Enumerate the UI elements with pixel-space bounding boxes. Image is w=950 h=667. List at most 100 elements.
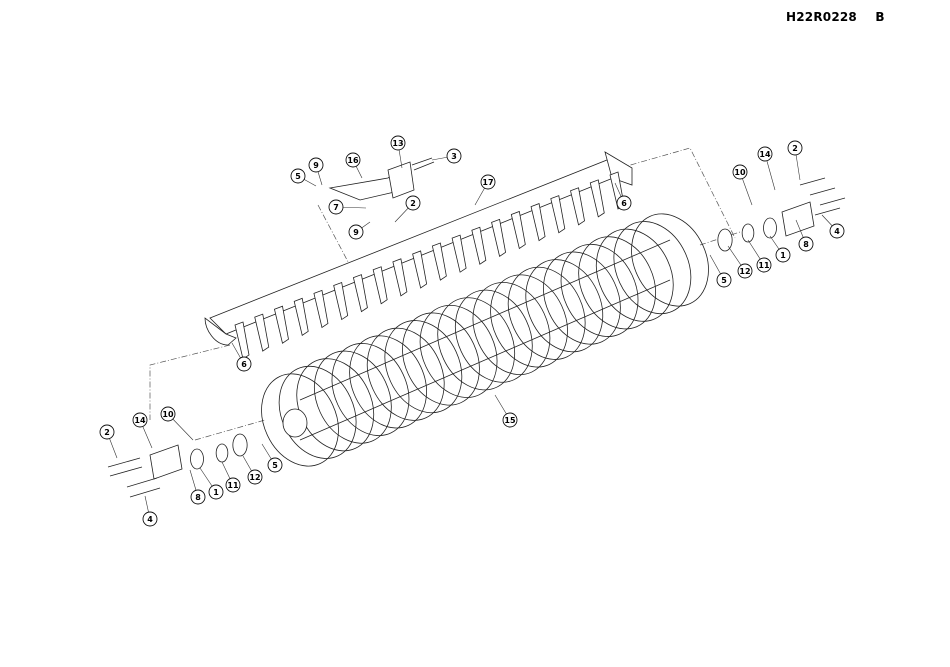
callout-2a: 2	[100, 425, 114, 439]
bolt	[110, 467, 142, 476]
callout-1a: 1	[209, 485, 223, 499]
guide-line	[620, 148, 735, 238]
callout-number: 6	[621, 199, 627, 208]
callout-11b: 11	[757, 258, 771, 272]
bolt	[108, 458, 140, 467]
callout-17: 17	[481, 175, 495, 189]
bearing-left	[191, 449, 204, 469]
callout-10a: 10	[161, 407, 175, 421]
bolt	[800, 178, 825, 185]
callout-number: 15	[504, 416, 516, 425]
callout-6b: 6	[617, 196, 631, 210]
rake-tine	[492, 219, 506, 256]
callout-number: 2	[410, 199, 416, 208]
callout-number: 2	[792, 144, 798, 153]
callout-number: 14	[134, 416, 146, 425]
callout-16: 16	[346, 153, 360, 167]
rake-tine	[255, 314, 269, 351]
callout-number: 10	[734, 168, 746, 177]
callout-5c: 5	[717, 273, 731, 287]
callout-4b: 4	[830, 224, 844, 238]
rake-tine	[413, 251, 427, 288]
callout-number: 16	[347, 156, 359, 165]
rake-tine	[393, 259, 407, 296]
callout-10b: 10	[733, 165, 747, 179]
callout-14b: 14	[758, 147, 772, 161]
rake-tine	[334, 283, 348, 320]
bolt	[127, 478, 157, 487]
rake-tine	[373, 267, 387, 304]
spiral-roller	[247, 201, 723, 478]
rake-tine	[472, 227, 486, 264]
roller-hub	[283, 409, 307, 437]
callout-number: 5	[272, 461, 278, 470]
rake-tine	[452, 235, 466, 272]
bolt	[815, 208, 840, 215]
callout-9b: 9	[349, 225, 363, 239]
callout-5b: 5	[291, 169, 305, 183]
callout-number: 11	[758, 261, 770, 270]
rake-tine	[353, 275, 367, 312]
rake-tine	[314, 290, 328, 327]
callout-15: 15	[503, 413, 517, 427]
collar-left	[233, 434, 247, 456]
callout-number: 3	[451, 152, 457, 161]
rake-tine	[432, 243, 446, 280]
callout-number: 10	[162, 410, 174, 419]
callout-number: 7	[333, 203, 339, 212]
callout-13: 13	[391, 136, 405, 150]
callout-number: 1	[213, 488, 219, 497]
bolt	[820, 198, 845, 205]
callout-5a: 5	[268, 458, 282, 472]
seal-ring-right	[742, 224, 754, 242]
collar-right	[718, 229, 732, 251]
callout-2c: 2	[788, 141, 802, 155]
callout-number: 6	[241, 360, 247, 369]
callout-number: 5	[295, 172, 301, 181]
callout-number: 14	[759, 150, 771, 159]
rake-tine	[571, 188, 585, 225]
callout-number: 2	[104, 428, 110, 437]
callout-3: 3	[447, 149, 461, 163]
callout-12b: 12	[738, 264, 752, 278]
rake-tine	[511, 211, 525, 248]
callout-number: 1	[780, 251, 786, 260]
callout-number: 4	[834, 227, 840, 236]
callout-9a: 9	[309, 158, 323, 172]
rake-tine	[235, 322, 249, 359]
bolt	[130, 488, 160, 497]
bolt	[810, 188, 835, 195]
callout-2b: 2	[406, 196, 420, 210]
rake-tine	[590, 180, 604, 217]
callout-7: 7	[329, 200, 343, 214]
callout-11a: 11	[226, 478, 240, 492]
callout-number: 13	[392, 139, 403, 148]
callout-4a: 4	[143, 512, 157, 526]
roller-axis-lower	[300, 280, 670, 440]
bearing-plate-left	[150, 445, 182, 479]
callout-12a: 12	[248, 470, 262, 484]
rake-tine	[294, 298, 308, 335]
guide-line	[195, 420, 265, 440]
callout-number: 17	[482, 178, 493, 187]
bearing-plate-right	[782, 202, 814, 236]
callout-number: 9	[353, 228, 359, 237]
callout-number: 11	[227, 481, 239, 490]
bracket-13	[388, 162, 414, 198]
rake-tine	[551, 196, 565, 233]
rake-beam	[210, 158, 628, 334]
callout-number: 12	[249, 473, 260, 482]
callout-8b: 8	[799, 237, 813, 251]
bearing-parts	[108, 158, 845, 497]
callout-number: 5	[721, 276, 727, 285]
tine-rake-bar	[205, 152, 632, 359]
seal-ring-left	[216, 444, 228, 462]
callout-14a: 14	[133, 413, 147, 427]
callout-1b: 1	[776, 248, 790, 262]
callout-number: 9	[313, 161, 319, 170]
bearing-right	[764, 218, 777, 238]
callout-number: 8	[195, 493, 201, 502]
assembly-guide-lines	[150, 148, 740, 440]
callout-number: 4	[147, 515, 153, 524]
